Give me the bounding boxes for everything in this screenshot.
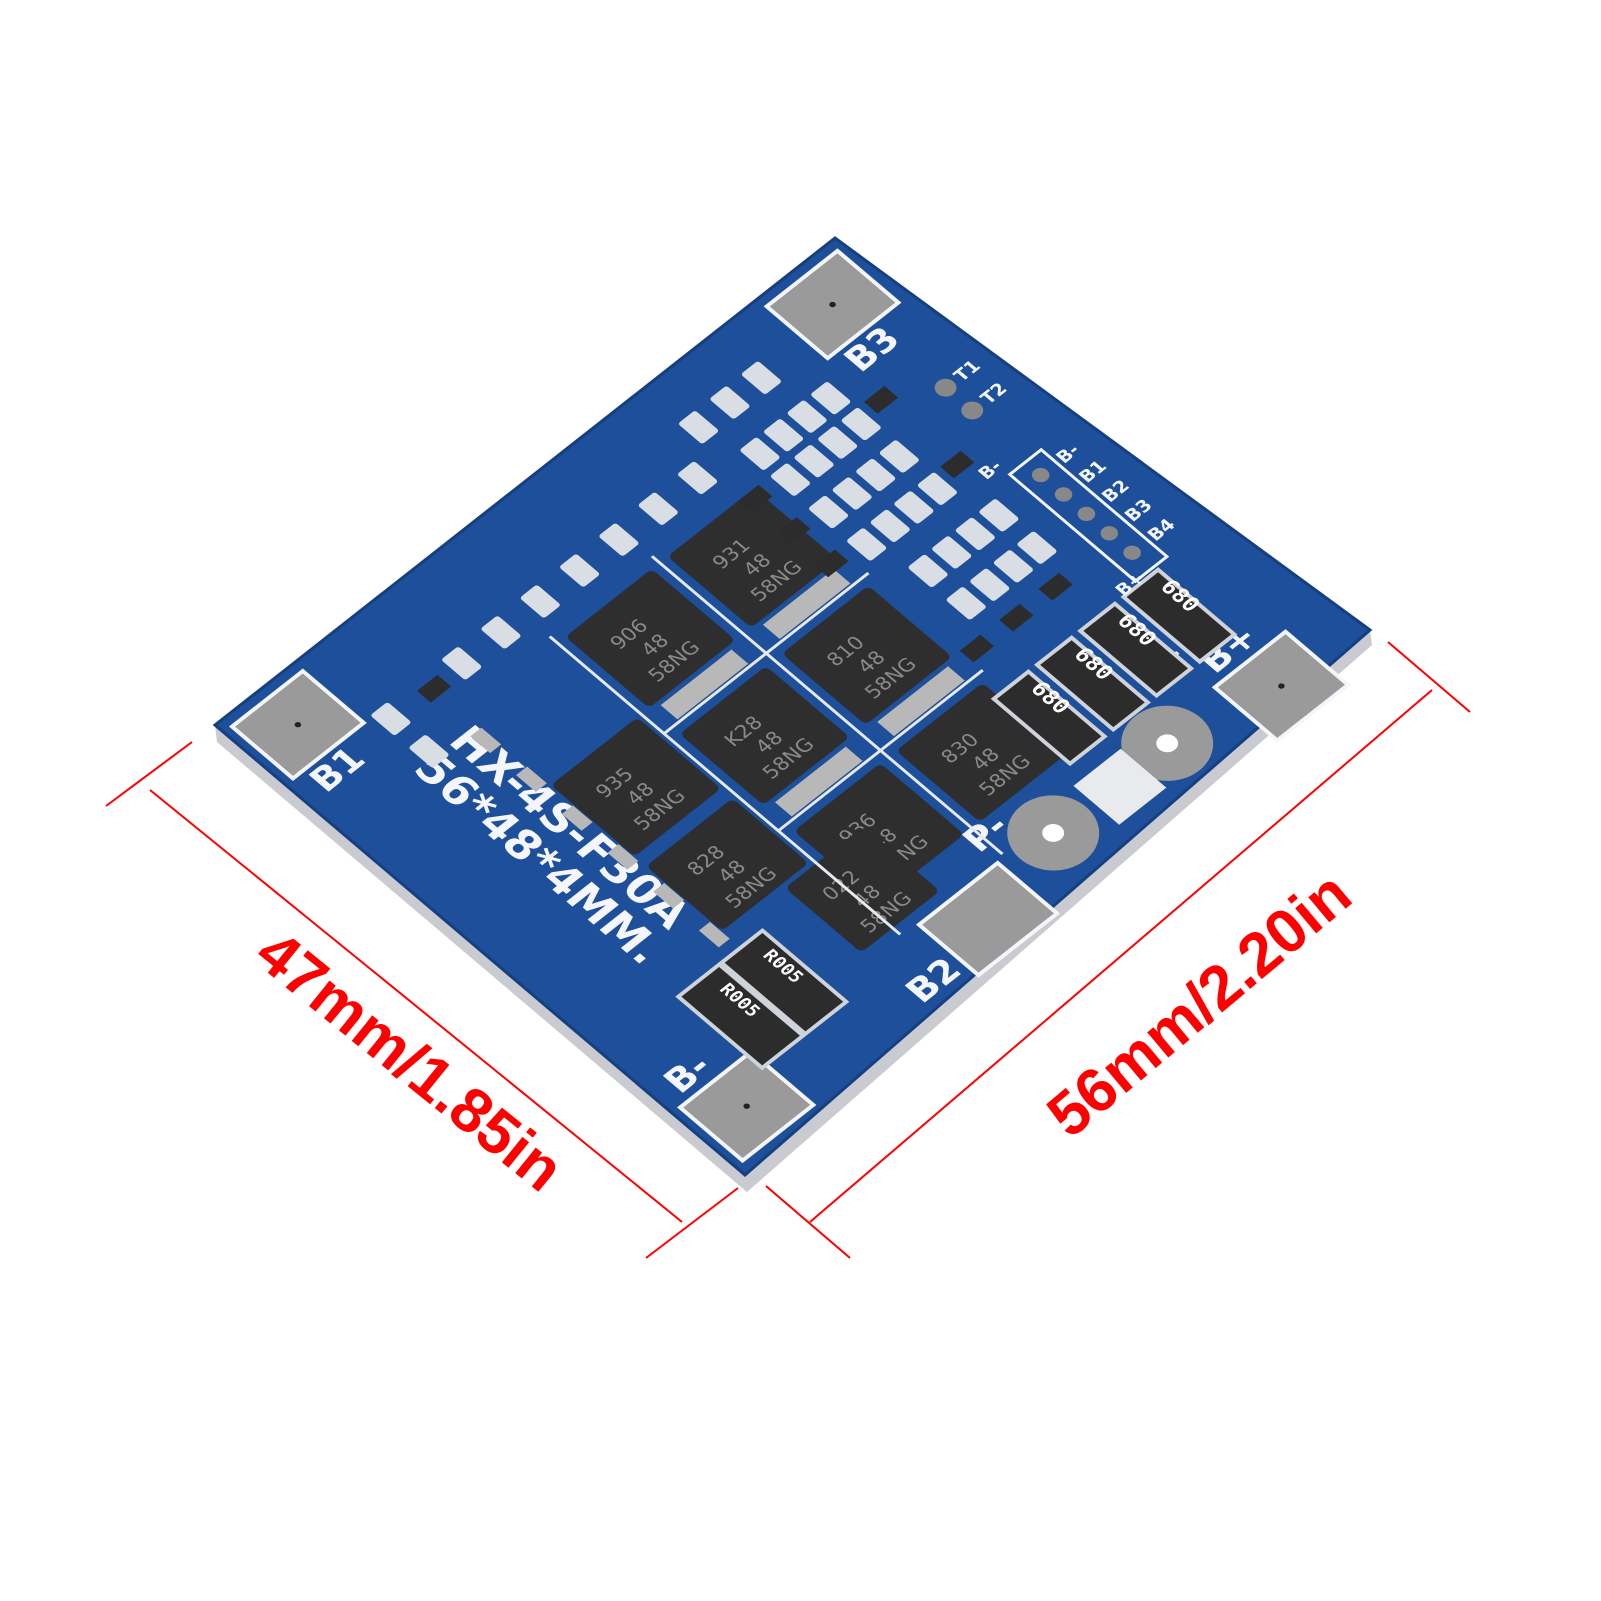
silk-block [1073, 748, 1167, 825]
balance-resistors: 680 680 680 680 [990, 567, 1238, 767]
pad-b-plus [1211, 629, 1352, 743]
mosfet: 828 48 58NG [648, 800, 806, 929]
resistor-680: 680 [1077, 601, 1195, 699]
mosfet: K28 48 58NG [682, 668, 863, 817]
pad-p-plus [1121, 705, 1214, 781]
pad-b1 [228, 668, 367, 781]
resistor-680: 680 [1033, 635, 1151, 733]
silk-grid [548, 555, 1004, 936]
pad-b2 [915, 860, 1061, 978]
shunt-resistor-1: R005 [718, 927, 850, 1037]
length-dimension-label: 56mm/2.20in [1035, 859, 1364, 1151]
pad-p-minus [1007, 795, 1100, 871]
pad-b3 [763, 248, 902, 361]
mosfet: 810 48 58NG [784, 587, 965, 737]
smd-components [371, 361, 1073, 768]
mosfet: 935 48 58NG [553, 719, 719, 855]
pad-b-minus [676, 1049, 817, 1164]
